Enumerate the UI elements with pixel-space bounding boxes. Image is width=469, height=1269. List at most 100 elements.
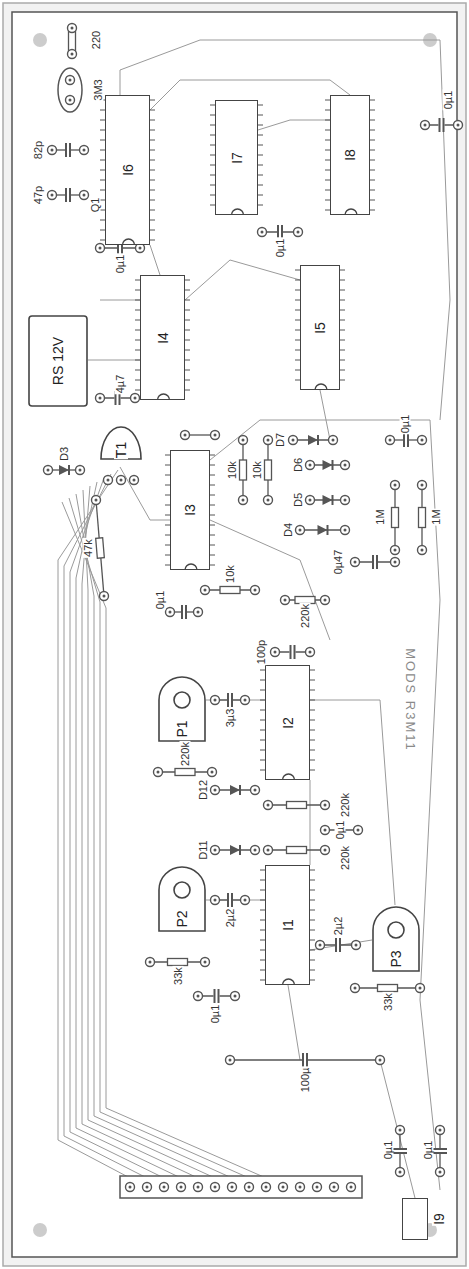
solder-pad [194, 608, 203, 617]
drill-hole [214, 434, 217, 437]
ic-pin [210, 505, 215, 506]
solder-pad [330, 1183, 339, 1192]
drill-hole [344, 499, 347, 502]
ic-pin [150, 240, 155, 241]
solder-pad [321, 596, 330, 605]
ic-pin [340, 290, 345, 291]
trimmer-potentiometer: P2 [158, 866, 206, 932]
resistor-symbol [268, 847, 325, 854]
solder-pad [396, 1126, 405, 1135]
drill-hole [254, 849, 257, 852]
solder-pad [146, 958, 155, 967]
component-value: 0µ1 [155, 590, 166, 611]
ic-designator: I7 [230, 151, 244, 165]
component-value: D3 [59, 446, 70, 462]
drill-hole [324, 599, 327, 602]
trace [310, 780, 311, 865]
drill-hole [394, 561, 397, 564]
drill-hole [120, 479, 123, 482]
ic-pin [258, 155, 263, 156]
ic-pin [310, 730, 315, 731]
ic-pin [310, 870, 315, 871]
ic-pin [185, 310, 190, 311]
capacitor-symbol [198, 989, 235, 1003]
ic-pin [310, 890, 315, 891]
drill-hole [103, 595, 106, 598]
component-value: 220 [91, 30, 102, 50]
drill-hole [324, 849, 327, 852]
solder-pad [208, 768, 217, 777]
solder-pad [131, 394, 140, 403]
trimmer-potentiometer: P1 [158, 676, 206, 742]
solder-pad [96, 394, 105, 403]
ic-pin [258, 145, 263, 146]
solder-pad [321, 846, 330, 855]
part-designator: T1 [114, 441, 128, 459]
bus-trace [69, 498, 249, 1178]
bus-trace [76, 482, 181, 1178]
ic-pin [370, 170, 375, 171]
drill-hole [254, 789, 257, 792]
resistor-symbol [419, 485, 426, 550]
drill-hole [149, 961, 152, 964]
solder-pad [418, 481, 427, 490]
ic-pin [370, 150, 375, 151]
ic-designator: I3 [183, 503, 197, 517]
trace [120, 40, 450, 420]
bus-trace [82, 486, 198, 1178]
solder-pad [251, 786, 260, 795]
ic-pin [185, 320, 190, 321]
resistor-symbol [205, 587, 255, 594]
solder-pad [68, 24, 77, 33]
component-value: D12 [198, 779, 209, 801]
drill-hole [133, 479, 136, 482]
ic-pin [340, 270, 345, 271]
ic-pin [150, 200, 155, 201]
ic-pin [185, 370, 190, 371]
ic-pin [150, 130, 155, 131]
solder-pad [80, 146, 89, 155]
drill-hole [214, 899, 217, 902]
bus-trace [83, 490, 215, 1178]
solder-pad [271, 648, 280, 657]
drill-hole [394, 549, 397, 552]
drill-hole [333, 1186, 336, 1189]
ic-package: I4 [140, 275, 185, 400]
ic-pin [310, 720, 315, 721]
ic-pin [310, 740, 315, 741]
drill-hole [389, 439, 392, 442]
ic-designator: I4 [156, 331, 170, 345]
component-value: 220k [340, 845, 351, 871]
drill-hole [214, 699, 217, 702]
drill-hole [169, 611, 172, 614]
solder-pad [436, 1168, 445, 1177]
ic-pin [210, 565, 215, 566]
drill-hole [129, 1186, 132, 1189]
drill-hole [69, 79, 72, 82]
ic-package: I6 [105, 95, 150, 245]
drill-hole [424, 124, 427, 127]
capacitor-symbol [433, 1130, 447, 1172]
ic-pin [310, 680, 315, 681]
ic-pin [210, 525, 215, 526]
solder-pad [321, 801, 330, 810]
drill-hole [292, 439, 295, 442]
part-designator: P1 [175, 719, 189, 738]
trace [320, 390, 330, 440]
solder-pad [306, 461, 315, 470]
ic-pin [370, 120, 375, 121]
component-value: D4 [283, 522, 294, 538]
solder-pad [264, 496, 273, 505]
solder-pad [231, 992, 240, 1001]
drill-hole [355, 944, 358, 947]
ic-pin [258, 125, 263, 126]
drill-hole [197, 611, 200, 614]
ic-pin [258, 115, 263, 116]
solder-pad [117, 476, 126, 485]
solder-pad [241, 696, 250, 705]
component-value: 10k [227, 460, 238, 480]
trace [120, 467, 170, 520]
solder-pad [396, 1168, 405, 1177]
solder-pad [341, 526, 350, 535]
drill-hole [180, 1186, 183, 1189]
